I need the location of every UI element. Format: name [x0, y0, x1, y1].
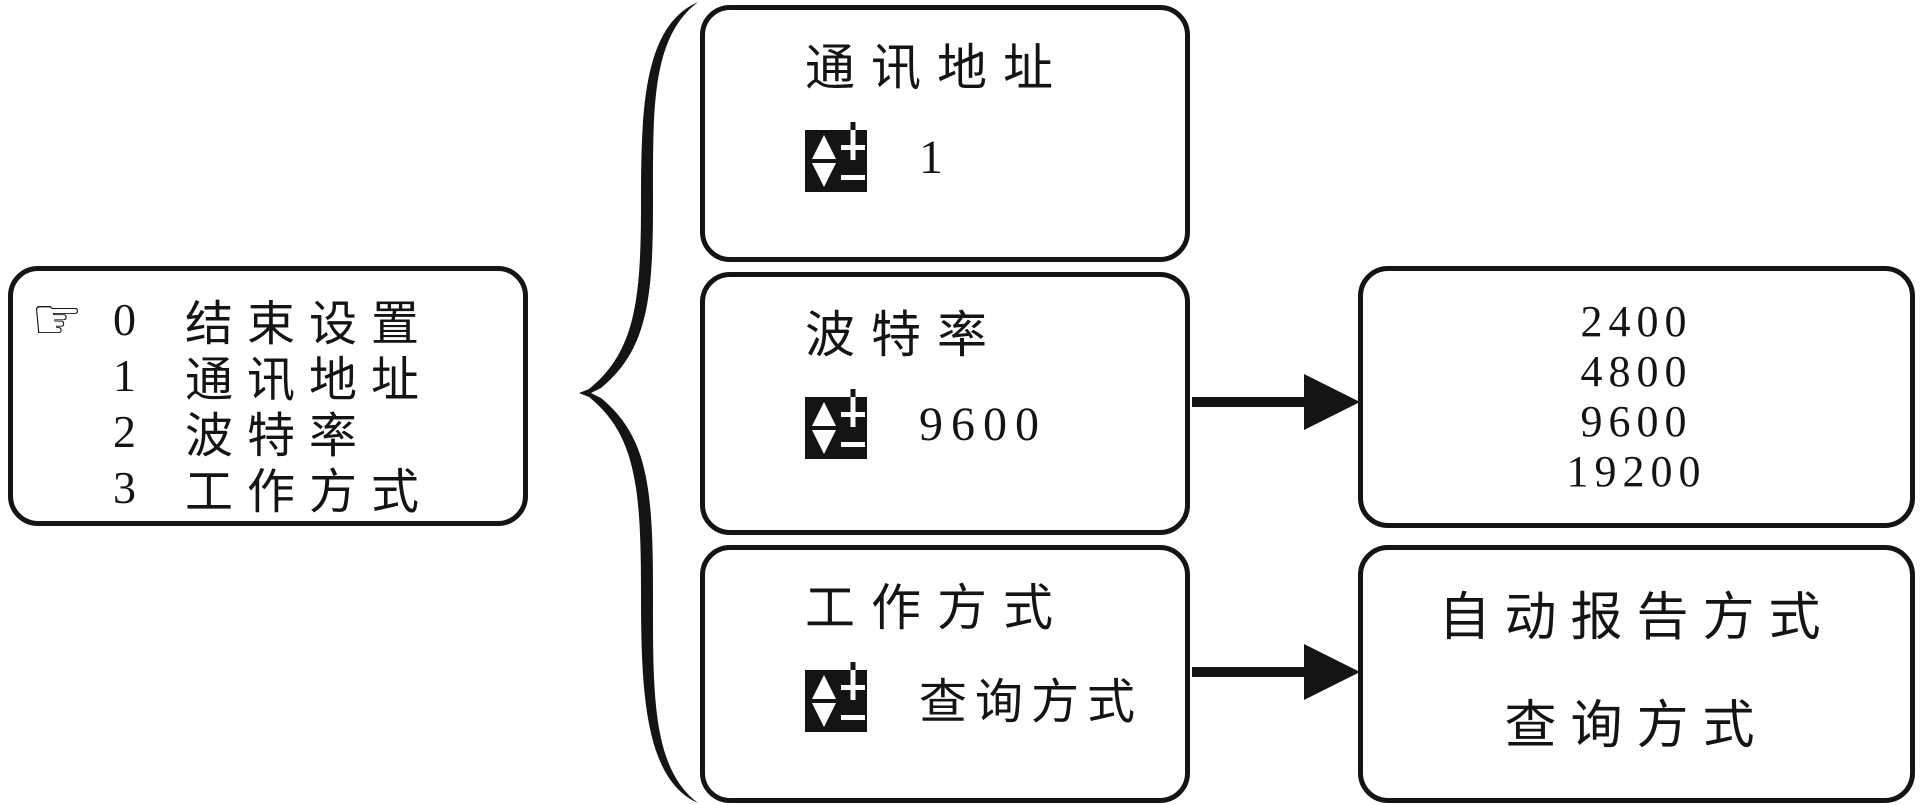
arrow-to-baud-options	[1192, 374, 1360, 430]
pointing-hand-icon: ☞	[31, 285, 83, 353]
setting-value: 9600	[919, 397, 1047, 451]
curly-brace	[579, 2, 698, 803]
hand-pointer-slot: ☞	[13, 285, 109, 353]
menu-item-index: 2	[113, 405, 136, 457]
menu-item-end-setup: ☞ 0 结束设置	[13, 285, 523, 353]
arrow-to-mode-options	[1192, 644, 1360, 700]
baud-rate-options-box: 2400 4800 9600 19200	[1358, 266, 1915, 528]
comm-address-screen: 通讯地址 1	[700, 5, 1190, 262]
screen-title: 通讯地址	[805, 40, 1069, 96]
baud-option: 9600	[1580, 397, 1693, 446]
menu-item-label: 通讯地址	[185, 354, 434, 407]
baud-option: 19200	[1566, 447, 1707, 496]
menu-item-index: 3	[113, 461, 136, 513]
menu-item-label: 结束设置	[185, 298, 434, 351]
menu-item-index: 1	[113, 349, 136, 401]
menu-item-label: 波特率	[185, 410, 372, 463]
menu-item-work-mode: 3 工作方式	[13, 459, 523, 520]
work-mode-option: 自动报告方式	[1438, 590, 1835, 647]
updown-plus-minus-icon	[805, 122, 867, 192]
updown-plus-minus-icon	[805, 662, 867, 732]
baud-rate-screen: 波特率 9600	[700, 272, 1190, 535]
screen-title: 波特率	[805, 307, 1003, 363]
work-mode-option: 查询方式	[1504, 698, 1769, 755]
screen-title: 工作方式	[805, 580, 1069, 636]
work-mode-options-box: 自动报告方式 查询方式	[1358, 545, 1915, 803]
baud-option: 4800	[1580, 347, 1693, 396]
updown-plus-minus-icon	[805, 389, 867, 459]
setting-value: 1	[919, 130, 951, 184]
menu-item-baud-rate: 2 波特率	[13, 403, 523, 464]
baud-option: 2400	[1580, 297, 1693, 346]
setting-value: 查询方式	[919, 676, 1144, 729]
menu-item-label: 工作方式	[185, 466, 434, 519]
menu-item-index: 0	[113, 293, 136, 345]
main-menu-box: ☞ 0 结束设置 1 通讯地址 2 波特率 3 工作方式	[8, 266, 528, 526]
work-mode-screen: 工作方式 查询方式	[700, 545, 1190, 803]
menu-item-comm-address: 1 通讯地址	[13, 347, 523, 408]
